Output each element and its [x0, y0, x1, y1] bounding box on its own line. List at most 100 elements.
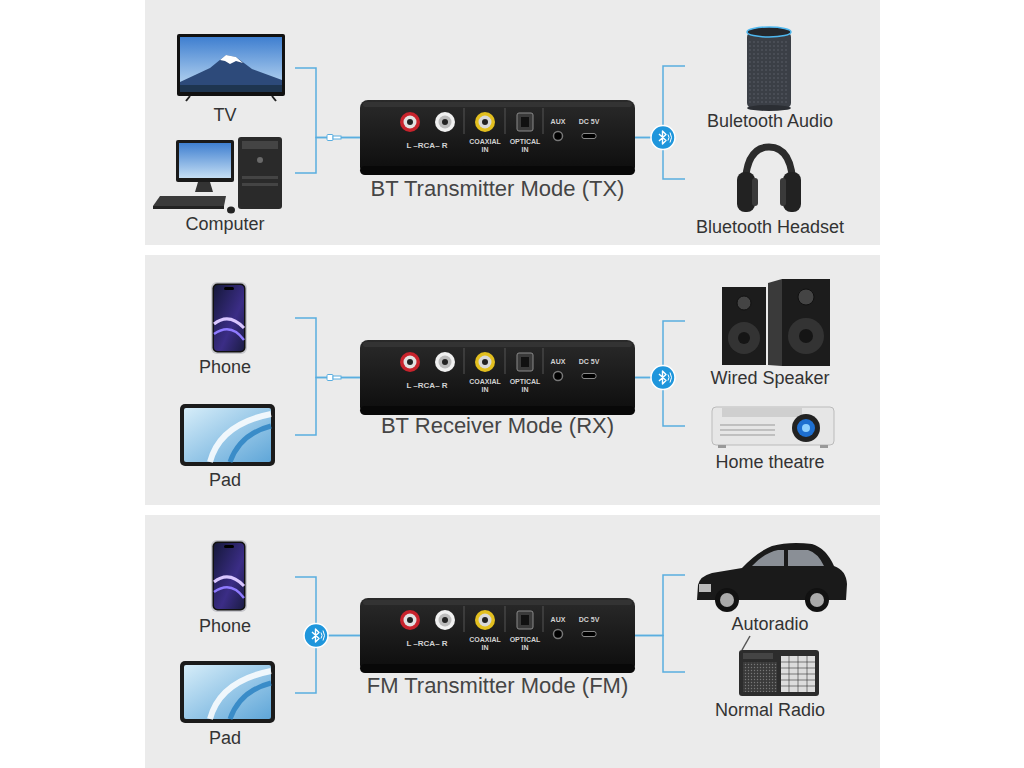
projector-illustration-part: [718, 445, 726, 448]
connector-line: [295, 138, 360, 174]
connector-line: [635, 575, 685, 636]
phone-node: Phone: [155, 539, 295, 637]
port-label: L –RCA– R: [397, 381, 457, 390]
speakers-illustration-part: [788, 318, 824, 354]
radio-illustration-part: [742, 636, 750, 650]
speakers-illustration-part: [798, 289, 814, 305]
device-label-row: Home theatre: [685, 451, 855, 473]
projector-illustration-part: [720, 425, 775, 435]
radio-illustration-part: [743, 653, 773, 659]
tablet-node: Pad: [155, 401, 295, 491]
radio-illustration-part: [781, 656, 815, 692]
tv-illustration-part: [180, 37, 282, 92]
device-label-row: Buletooth Audio: [685, 110, 855, 132]
icon-space: [685, 22, 855, 110]
icon-space: [685, 537, 855, 613]
icon-space: [155, 401, 295, 469]
device-label-row: Autoradio: [685, 613, 855, 635]
device-label: Buletooth Audio: [707, 110, 833, 132]
tv-illustration-part: [220, 55, 243, 64]
device-label: Pad: [209, 469, 241, 491]
speakers-illustration-part: [738, 332, 750, 344]
connector-group: [295, 66, 685, 693]
mode-title: BT Transmitter Mode (TX): [165, 176, 830, 202]
computer-illustration-part: [242, 141, 278, 149]
device-label: Pad: [209, 727, 241, 749]
device-label-row: Wired Speaker: [685, 367, 855, 389]
car-illustration: [697, 543, 847, 612]
device-label-row: Phone: [155, 356, 295, 378]
car-illustration-part: [715, 588, 739, 612]
radio-illustration-part: [781, 656, 815, 692]
device-label: TV: [213, 104, 236, 126]
device-label: Autoradio: [731, 613, 808, 635]
device-label-row: Computer: [155, 213, 295, 235]
projector-illustration-part: [802, 424, 810, 432]
converter-box: L –RCA– RCOAXIAL INOPTICAL INAUXDC 5V: [360, 340, 635, 415]
computer-node: Computer: [155, 133, 295, 235]
autoradio-node: Autoradio: [685, 537, 855, 635]
projector-illustration-part: [712, 407, 834, 445]
tablet-illustration: [180, 661, 275, 723]
mode-panel: FM Transmitter Mode (FM) PhonePad L –RCA– …: [145, 515, 880, 768]
icon-space: [155, 280, 295, 356]
device-box-illustration: [360, 598, 635, 673]
port-label: OPTICAL IN: [508, 138, 542, 154]
speakers-illustration-part: [768, 279, 782, 366]
car-illustration-part: [752, 550, 824, 566]
port-label: DC 5V: [574, 616, 604, 624]
projector-illustration: [712, 407, 834, 448]
icon-space: [685, 401, 855, 451]
smart-speaker-illustration: [747, 27, 791, 111]
device-label-row: Normal Radio: [685, 699, 855, 721]
port-label: OPTICAL IN: [508, 378, 542, 394]
tv-node: TV: [155, 32, 295, 126]
icon-space: [685, 142, 855, 216]
cable-jack-symbol: [327, 375, 341, 381]
converter-box: L –RCA– RCOAXIAL INOPTICAL INAUXDC 5V: [360, 598, 635, 673]
icon-space: [155, 539, 295, 615]
port-label: COAXIAL IN: [468, 138, 502, 154]
mode-title: BT Receiver Mode (RX): [165, 413, 830, 439]
device-label: Bluetooth Headset: [696, 216, 844, 238]
port-label: DC 5V: [574, 358, 604, 366]
headset-illustration: [737, 147, 801, 212]
speakers-illustration-part: [782, 279, 830, 366]
computer-illustration-part: [176, 140, 234, 182]
radio-illustration-part: [743, 662, 777, 692]
port-label: OPTICAL IN: [508, 636, 542, 652]
radio-illustration: [739, 636, 819, 696]
speakers-illustration-part: [722, 287, 766, 365]
device-box-illustration: [360, 340, 635, 415]
computer-illustration-part: [238, 137, 282, 209]
device-label-row: Pad: [155, 727, 295, 749]
port-label: AUX: [546, 118, 570, 126]
port-label: COAXIAL IN: [468, 378, 502, 394]
headset-illustration-part: [780, 178, 786, 206]
computer-illustration: [153, 137, 282, 214]
device-box-illustration: [360, 100, 635, 175]
car-illustration-part: [699, 584, 711, 592]
icon-space: [155, 659, 295, 727]
device-label: Home theatre: [715, 451, 824, 473]
connector-line: [635, 636, 685, 673]
car-illustration-part: [805, 588, 829, 612]
connector-line: [295, 378, 360, 436]
device-label: Normal Radio: [715, 699, 825, 721]
phone-node: Phone: [155, 280, 295, 378]
connector-line: [295, 318, 360, 378]
computer-illustration-part: [179, 143, 231, 178]
device-label-row: Phone: [155, 615, 295, 637]
speakers-illustration-part: [728, 322, 760, 354]
wired-speaker-node: Wired Speaker: [685, 275, 855, 389]
radio-illustration-part: [739, 650, 819, 696]
mode-title: FM Transmitter Mode (FM): [165, 673, 830, 699]
tv-illustration-part: [180, 55, 282, 92]
device-label-row: Bluetooth Headset: [685, 216, 855, 238]
computer-illustration-part: [227, 207, 235, 214]
port-label: L –RCA– R: [397, 141, 457, 150]
radio-node: Normal Radio: [685, 645, 855, 721]
tablet-node: Pad: [155, 659, 295, 749]
computer-illustration-part: [153, 206, 224, 209]
tv-illustration-part: [177, 34, 285, 96]
